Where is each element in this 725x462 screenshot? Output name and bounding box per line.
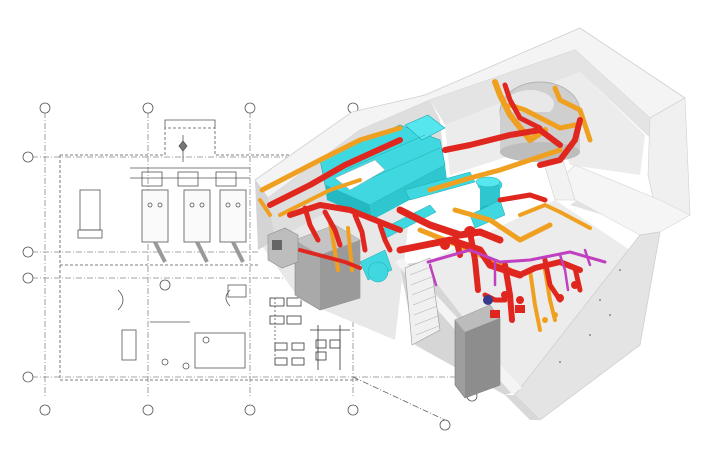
tank <box>121 329 137 361</box>
grid-bubble <box>439 419 451 431</box>
louver <box>404 257 441 346</box>
grid-line <box>352 376 446 421</box>
boiler <box>141 189 169 243</box>
grid-bubble <box>22 371 34 383</box>
wall-face <box>255 180 275 250</box>
grid-bubble <box>39 102 51 114</box>
boiler-header <box>141 171 163 187</box>
grid-bubble <box>39 404 51 416</box>
pumps <box>440 226 579 323</box>
room-boundary <box>60 127 300 156</box>
boiler <box>219 189 247 243</box>
expansion-tank <box>475 176 501 188</box>
room-3d-model <box>254 27 691 421</box>
grid-bubble <box>22 151 34 163</box>
wall-edge <box>505 395 540 420</box>
grid-bubble <box>244 102 256 114</box>
wall-face <box>430 50 650 138</box>
grid-bubble <box>244 404 256 416</box>
return-piping <box>258 79 593 332</box>
boiler-header <box>177 171 199 187</box>
grid-bubble <box>22 246 34 258</box>
gas-piping <box>426 248 607 292</box>
boiler-header <box>215 171 237 187</box>
equipment-pad <box>194 332 246 369</box>
grid-bubble <box>347 404 359 416</box>
boiler-equipment <box>267 224 361 311</box>
wall-top <box>564 164 691 236</box>
grid-bubble <box>142 404 154 416</box>
stair-outline <box>164 119 216 128</box>
grid-bubble <box>22 272 34 284</box>
boiler <box>183 189 211 243</box>
floor-plan <box>22 102 478 431</box>
water-heater-base <box>77 229 103 239</box>
water-heater <box>79 189 101 231</box>
supply-piping <box>267 82 583 323</box>
grid-bubble <box>142 102 154 114</box>
